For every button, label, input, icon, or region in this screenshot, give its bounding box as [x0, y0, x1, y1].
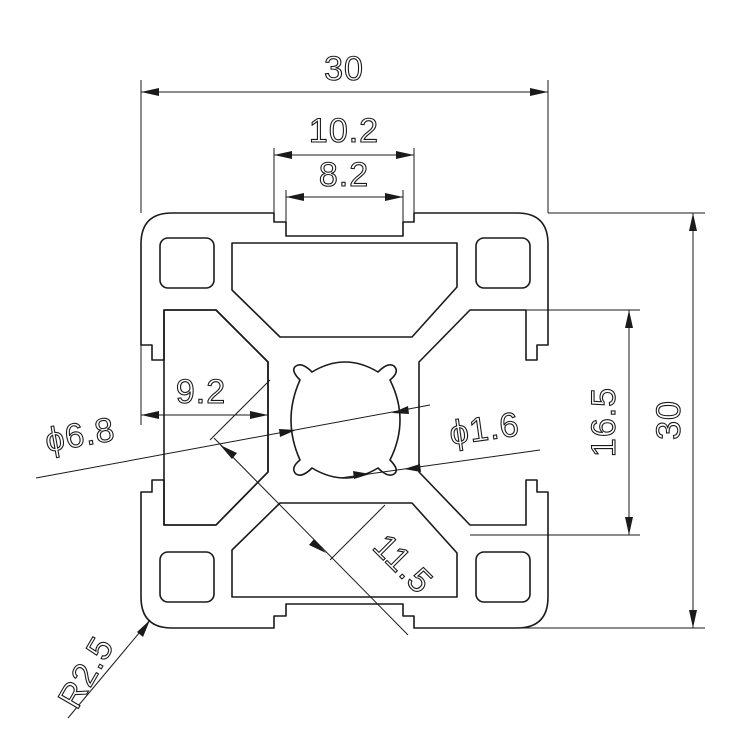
- dimension-width-overall: [140, 80, 549, 213]
- label-wall-offset: 9.2: [176, 373, 226, 411]
- left-cavity: [163, 309, 269, 526]
- corner-hole-top-left: [159, 237, 215, 289]
- label-height-overall: 30: [650, 400, 688, 440]
- dimension-diagonal: [209, 379, 409, 636]
- dimension-slot-inner: [285, 190, 404, 222]
- label-slot-inner: 8.2: [319, 156, 369, 194]
- bottom-cavity: [231, 502, 458, 598]
- label-center-bore: ϕ6.8: [42, 410, 118, 460]
- dimension-height-overall: [414, 212, 705, 629]
- dimension-center-bore: [35, 404, 431, 479]
- dimension-slot-outer: [273, 148, 415, 213]
- corner-hole-top-right: [475, 237, 531, 289]
- dimension-corner-radius: [67, 619, 151, 719]
- label-slot-outer: 10.2: [309, 112, 379, 150]
- center-bore: [290, 361, 401, 479]
- label-inner-height: 16.5: [585, 387, 623, 457]
- top-cavity: [231, 242, 458, 338]
- dimension-small-hole: [339, 449, 541, 479]
- label-width-overall: 30: [324, 50, 364, 88]
- label-corner-radius: R2.5: [51, 630, 122, 715]
- corner-hole-bottom-left: [159, 551, 215, 603]
- dimension-inner-height: [470, 309, 640, 536]
- corner-hole-bottom-right: [475, 551, 531, 603]
- dimension-wall-offset: [140, 345, 269, 425]
- label-small-hole: ϕ1.6: [447, 405, 522, 452]
